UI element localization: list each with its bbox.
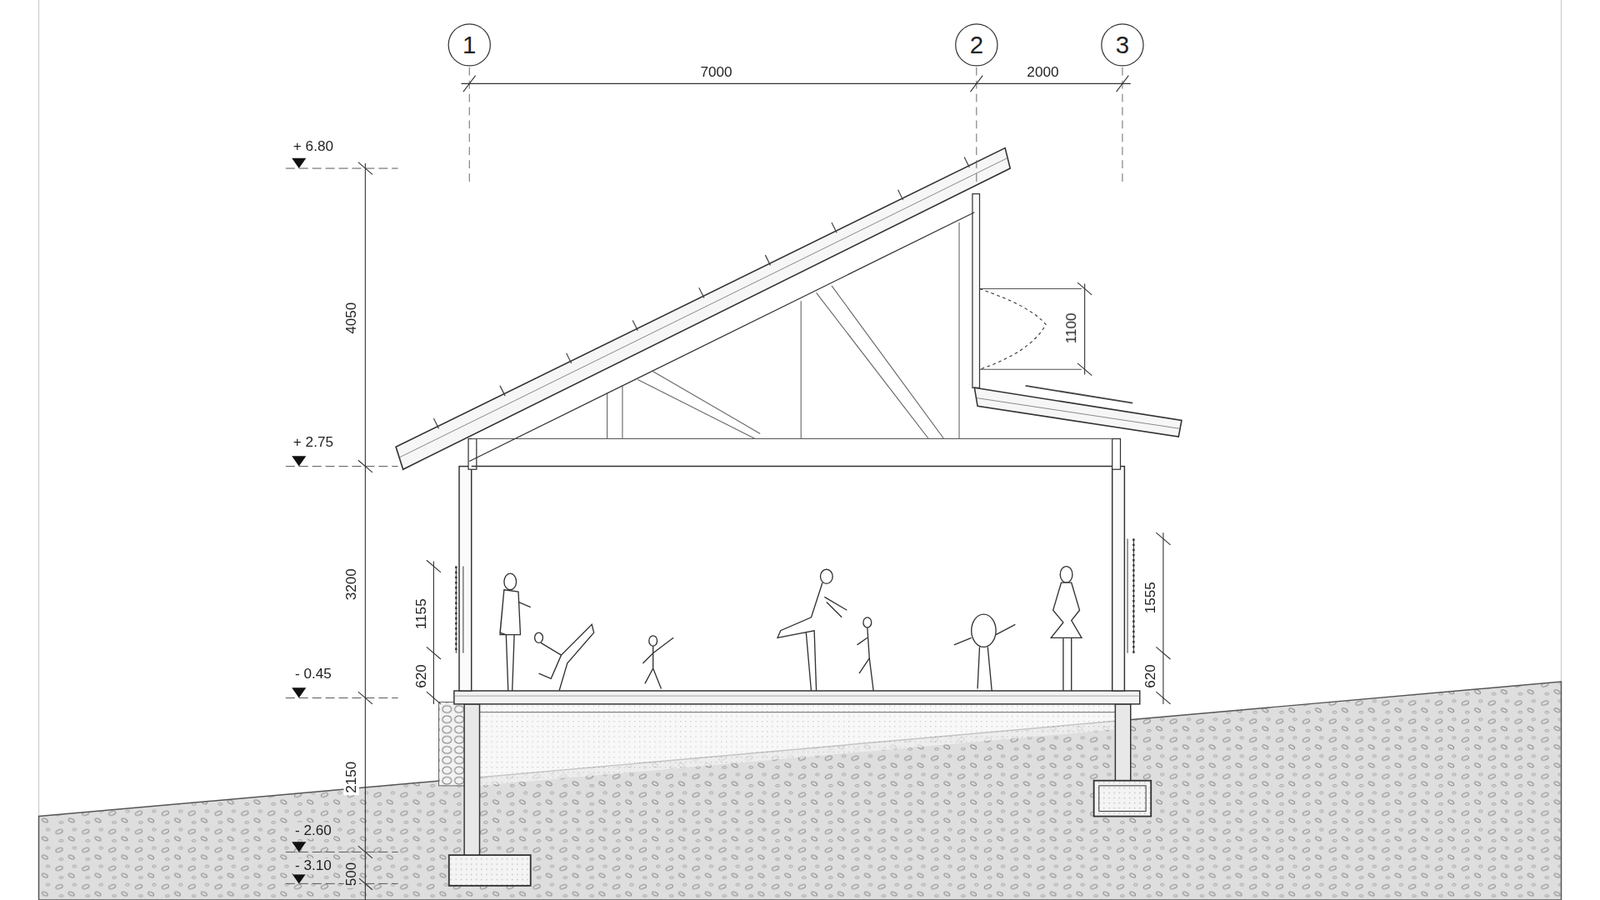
dimension-text: 500 [344, 860, 360, 890]
dimension-text: 3200 [344, 566, 360, 603]
grid-bubble: 1 [448, 23, 491, 66]
dimension-text: 2150 [344, 760, 360, 796]
dimension-text: 1100 [1063, 310, 1080, 346]
level-mark: + 2.75 [290, 435, 335, 451]
level-mark: - 3.10 [293, 858, 335, 875]
dimension-text: 2000 [1025, 65, 1061, 81]
level-mark: + 6.80 [290, 139, 335, 155]
dimension-text: 1155 [413, 596, 430, 632]
grid-number: 3 [1115, 30, 1130, 60]
dimension-text: 4050 [344, 300, 360, 337]
level-mark: - 2.60 [293, 822, 335, 839]
level-mark: - 0.45 [293, 666, 335, 683]
dimension-text: 620 [1143, 662, 1160, 691]
dimension-text: 620 [413, 662, 430, 691]
grid-bubble: 2 [955, 23, 998, 66]
dimension-text: 7000 [698, 65, 735, 81]
grid-number: 1 [462, 30, 476, 60]
dimension-text: 1555 [1143, 580, 1160, 616]
grid-number: 2 [970, 30, 984, 60]
grid-bubble: 3 [1100, 23, 1144, 66]
